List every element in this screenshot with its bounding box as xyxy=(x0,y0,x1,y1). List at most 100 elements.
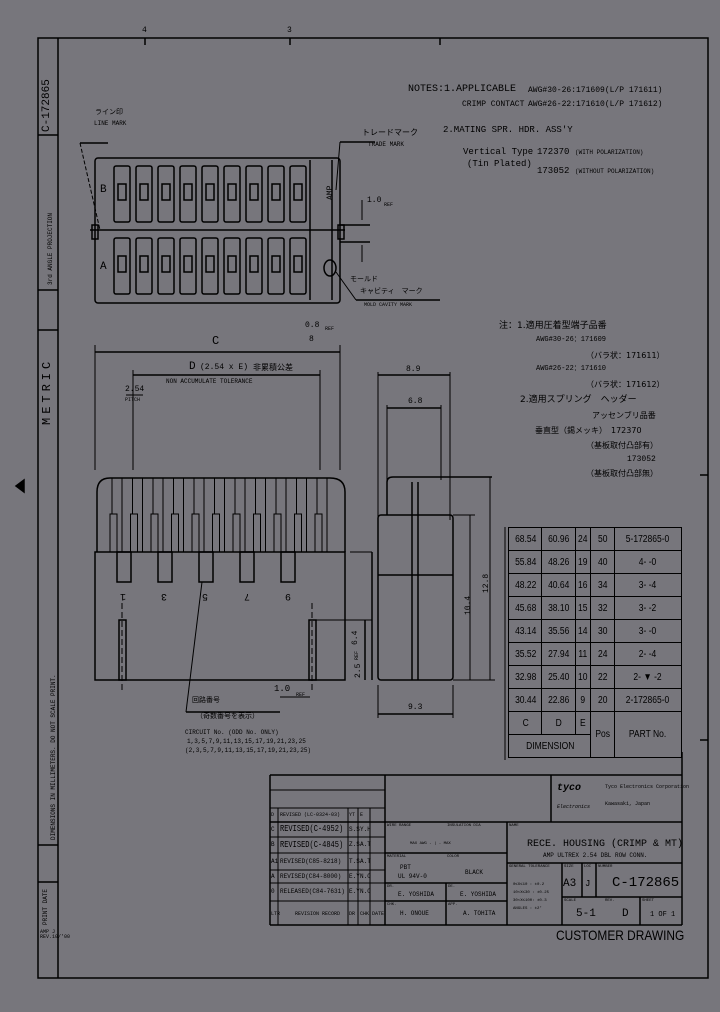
circuit-number: 3 xyxy=(161,590,168,601)
line-mark-label-jp: ライン印 xyxy=(95,108,123,116)
de-name: E. YOSHIDA xyxy=(460,891,497,898)
ref-0-8-dimension: 0.8 xyxy=(305,321,320,330)
note-line: AWG#30-26:171609(L/P 171611) xyxy=(528,86,663,95)
circuit-number-label: CIRCUIT No. (ODD No. ONLY) xyxy=(185,729,279,736)
note-line: 注：1.適用圧着型端子品番 xyxy=(499,321,607,331)
terminal-slot xyxy=(109,513,118,553)
size-label: SIZE xyxy=(564,865,574,869)
cell-c: 55.84 xyxy=(510,550,540,574)
front-view xyxy=(94,345,373,713)
revision-dr: E.Y xyxy=(349,872,360,880)
cell-d: 38.10 xyxy=(544,596,574,620)
trade-mark-label-jp: トレードマーク xyxy=(362,128,418,137)
revision-desc: REVISED(C84-8000) xyxy=(280,872,342,880)
part-name: RECE. HOUSING (CRIMP & MT) xyxy=(527,839,684,850)
cavity-latch xyxy=(183,255,193,273)
mold-cavity-mark-label: MOLD CAVITY MARK xyxy=(364,302,413,308)
cell-part: 3- -2 xyxy=(619,596,677,620)
cavity xyxy=(157,237,175,295)
note-line: （バラ状：171611） xyxy=(586,351,665,360)
dr-label: DR. xyxy=(387,885,395,889)
cell-c: 45.68 xyxy=(510,596,540,620)
insulation-label: INSULATION DIA xyxy=(447,824,481,828)
cell-e: 19 xyxy=(576,550,591,574)
revision-desc: REVISED (LC-0324-03) xyxy=(280,811,341,818)
revision-chk: E xyxy=(360,811,364,818)
note-part-number: 172370 xyxy=(537,147,570,157)
trade-mark-label: TRADE MARK xyxy=(368,141,405,148)
cavity-latch xyxy=(293,183,303,201)
cavity-latch xyxy=(293,255,303,273)
header-e: E xyxy=(576,711,591,735)
circuit-list: 1,3,5,7,9,11,13,15,17,19,21,23,25 xyxy=(187,738,306,745)
cavity xyxy=(223,237,241,295)
revision-chk: Y.H xyxy=(360,825,371,833)
cell-pos: 34 xyxy=(592,573,614,597)
app-label: APP. xyxy=(448,903,458,907)
scale-label: SCALE xyxy=(564,899,577,903)
cell-pos: 22 xyxy=(592,665,614,689)
top-view xyxy=(79,141,440,304)
cell-pos: 24 xyxy=(592,642,614,666)
cell-e: 9 xyxy=(576,688,591,712)
rev-label: REV. xyxy=(605,899,615,903)
pitch-dimension: 2.54 xyxy=(125,385,145,394)
cell-c: 48.22 xyxy=(510,573,540,597)
cell-part: 2- -4 xyxy=(619,642,677,666)
side-view xyxy=(377,372,495,718)
revision-rev: 0 xyxy=(271,888,275,895)
chk-name: H. ONOUE xyxy=(400,910,429,917)
header-dimension: DIMENSION xyxy=(514,734,586,758)
cavity-latch xyxy=(183,183,193,201)
circuit-list: (2,3,5,7,9,11,13,15,17,19,21,23,25) xyxy=(185,747,312,754)
scale-value: 5-1 xyxy=(576,908,596,920)
cavity-latch xyxy=(161,255,171,273)
cell-part: 3- -0 xyxy=(619,619,677,643)
cavity-latch xyxy=(271,183,281,201)
cavity-latch xyxy=(227,255,237,273)
tolerance-row: 10<X≤30 : ±0.25 xyxy=(513,891,550,895)
drawing-border xyxy=(37,37,709,979)
dim-6-4: 6.4 xyxy=(351,630,360,645)
cavity xyxy=(245,165,263,223)
cell-d: 35.56 xyxy=(544,619,574,643)
note-line: 垂直型（錫メッキ） 172370 xyxy=(535,426,642,435)
revision-dr: YT xyxy=(349,811,356,818)
header-part: PART No. xyxy=(619,711,677,758)
cell-c: 43.14 xyxy=(510,619,540,643)
dim-c-label: C xyxy=(212,334,220,348)
circuit-number-label-jp: 回路番号 xyxy=(192,696,220,704)
revision-rev: A1 xyxy=(271,857,279,865)
cavity xyxy=(113,165,131,223)
circuit-tab xyxy=(198,551,214,583)
tyco-logo: tyco xyxy=(557,783,582,794)
note-line: （基板取付凸部有） xyxy=(586,441,658,450)
note-line: (Tin Plated) xyxy=(467,159,532,169)
note-line: （基板取付凸部無） xyxy=(586,469,658,478)
material-value: PBT xyxy=(400,864,411,871)
terminal-slot xyxy=(273,513,282,553)
cavity xyxy=(179,237,197,295)
zone-label-4: 4 xyxy=(142,26,147,35)
wire-range-label: WIRE RANGE xyxy=(387,824,412,828)
chk-label: CHK. xyxy=(387,903,397,907)
table-header-row: C D E Pos PART No. xyxy=(509,711,682,758)
margin-projection: 3rd ANGLE PROJECTION xyxy=(47,212,54,285)
margin-print-date: PRINT DATE xyxy=(42,888,49,925)
circuit-tab xyxy=(116,551,132,583)
revision-chk: N.O xyxy=(360,888,371,895)
circuit-number: 5 xyxy=(202,590,209,601)
de-label: DE. xyxy=(448,885,456,889)
dim-8-9: 8.9 xyxy=(406,365,421,374)
note-part-number: 173052 xyxy=(627,455,656,464)
cell-e: 10 xyxy=(576,665,591,689)
dim-9-3: 9.3 xyxy=(408,703,423,712)
cavity-latch xyxy=(205,183,215,201)
cavity xyxy=(113,237,131,295)
cavity xyxy=(223,165,241,223)
tolerance-row: 0≤X≤10 : ±0.2 xyxy=(513,883,545,887)
tolerance-row: 30<X≤100: ±0.3 xyxy=(513,899,547,903)
